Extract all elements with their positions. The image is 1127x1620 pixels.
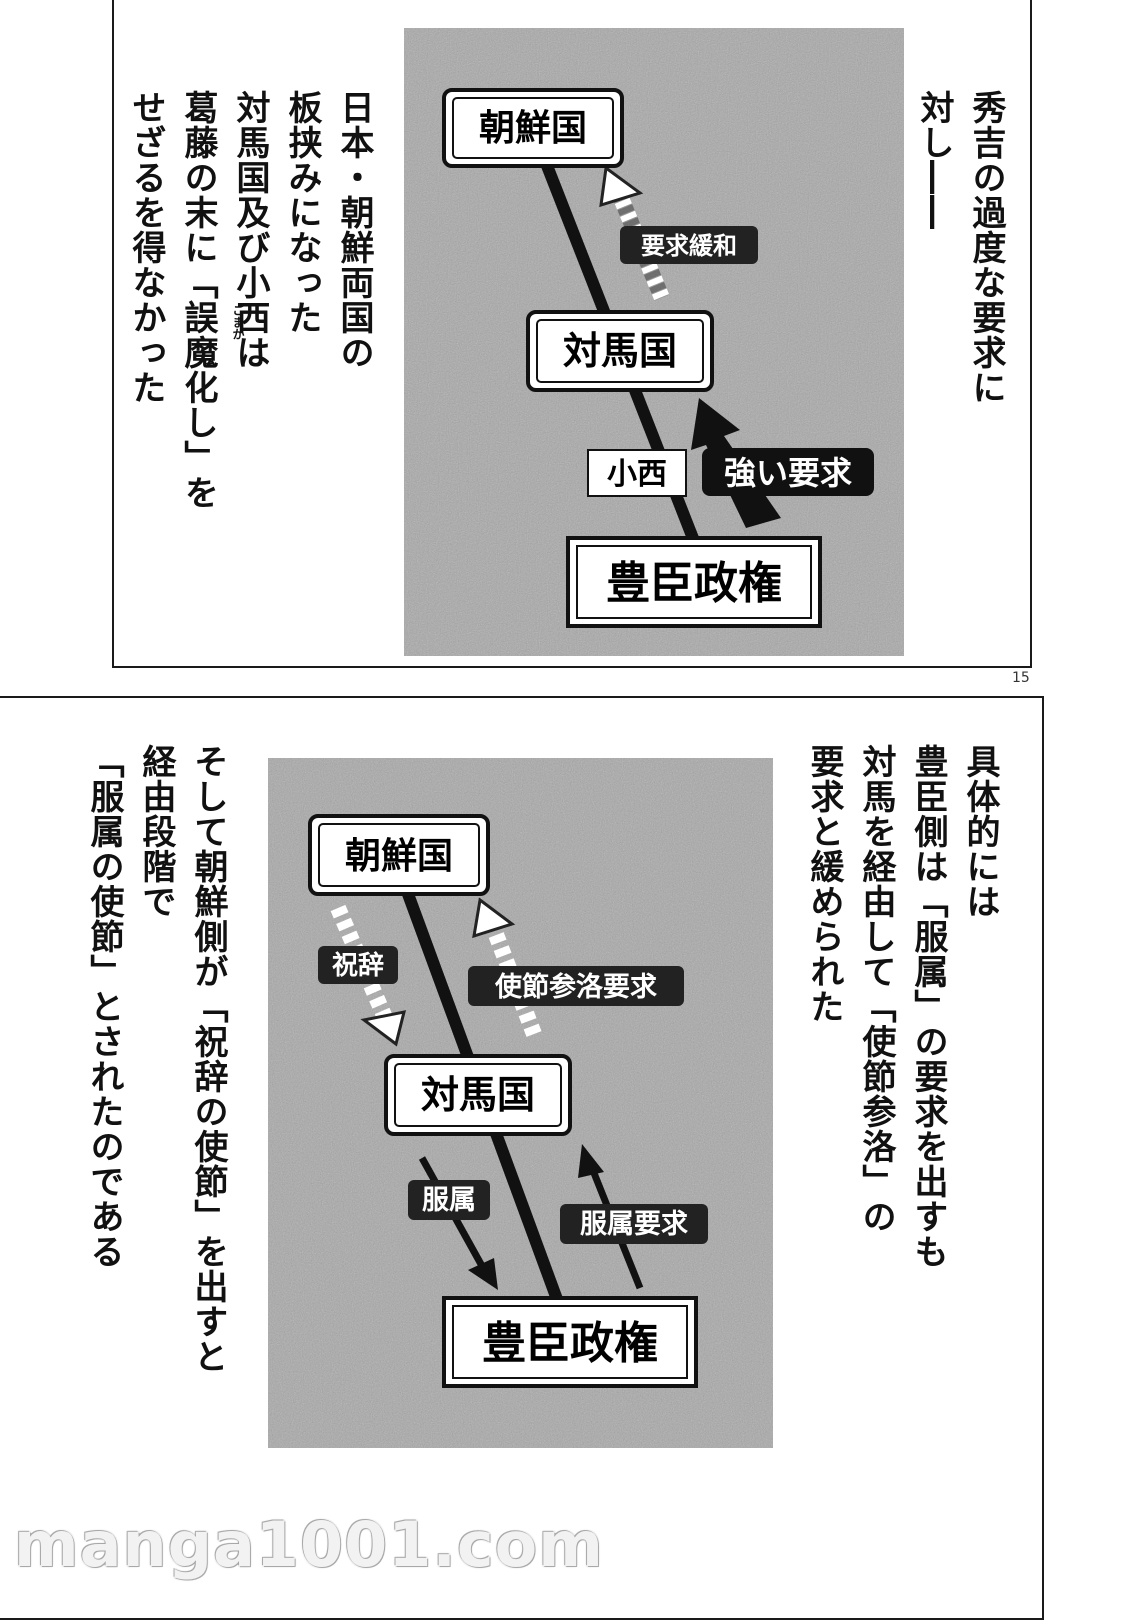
node-tsushima: 対馬国 [526,310,714,392]
node-korea: 朝鮮国 [308,814,490,896]
narration-left-top: 日本・朝鮮両国の 板挟みになった 対馬国及び小西は 葛藤の末に「誤魔化し」を せ… [126,90,374,510]
bottom-diagram: 朝鮮国 対馬国 豊臣政権 祝辞 使節参洛要求 服属 服属要求 [268,758,773,1448]
watermark: manga1001.com [14,1508,604,1581]
label-request-easing: 要求緩和 [620,226,758,264]
node-korea-label: 朝鮮国 [345,835,453,877]
label-submission: 服属 [408,1180,490,1220]
svg-text:使節参洛要求: 使節参洛要求 [494,971,657,1003]
label-submission-request: 服属要求 [560,1204,708,1244]
ruby-gomaka: ごまか [231,304,245,340]
svg-text:服属: 服属 [422,1185,476,1216]
node-toyotomi: 豊臣政権 [442,1296,698,1388]
label-congratulation: 祝辞 [318,946,398,984]
label-konishi: 小西 [587,449,687,497]
bottom-panel: 朝鮮国 対馬国 豊臣政権 祝辞 使節参洛要求 服属 服属要求 [0,696,1044,1620]
svg-text:祝辞: 祝辞 [332,950,384,981]
node-toyotomi-label: 豊臣政権 [606,558,782,609]
label-strong-request: 強い要求 [702,448,874,496]
top-diagram: 朝鮮国 対馬国 豊臣政権 要求緩和 小西 強い要求 [404,28,904,656]
svg-text:強い要求: 強い要求 [724,454,852,492]
svg-text:小西: 小西 [607,457,667,492]
narration-left-bottom: そして朝鮮側が「祝辞の使節」を出すと 経由段階で 「服属の使節」とされたのである [84,744,228,1374]
node-korea-label: 朝鮮国 [479,107,587,149]
node-korea: 朝鮮国 [442,88,624,168]
narration-right-top: 秀吉の過度な要求に 対し―― [914,90,1006,405]
narration-right-bottom: 具体的には 豊臣側は「服属」の要求を出すも 対馬を経由して「使節参洛」の 要求と… [804,744,1000,1269]
node-tsushima: 対馬国 [384,1054,572,1136]
node-toyotomi-label: 豊臣政権 [482,1318,658,1369]
svg-text:要求緩和: 要求緩和 [641,232,737,260]
svg-text:服属要求: 服属要求 [580,1209,688,1240]
node-tsushima-label: 対馬国 [563,328,677,373]
node-tsushima-label: 対馬国 [421,1072,535,1117]
label-envoy-request: 使節参洛要求 [468,966,684,1006]
node-toyotomi: 豊臣政権 [566,536,822,628]
top-panel: 朝鮮国 対馬国 豊臣政権 要求緩和 小西 強い要求 秀吉の過度な要求に 対し――… [112,0,1032,668]
page-number: 15 [1012,670,1030,686]
